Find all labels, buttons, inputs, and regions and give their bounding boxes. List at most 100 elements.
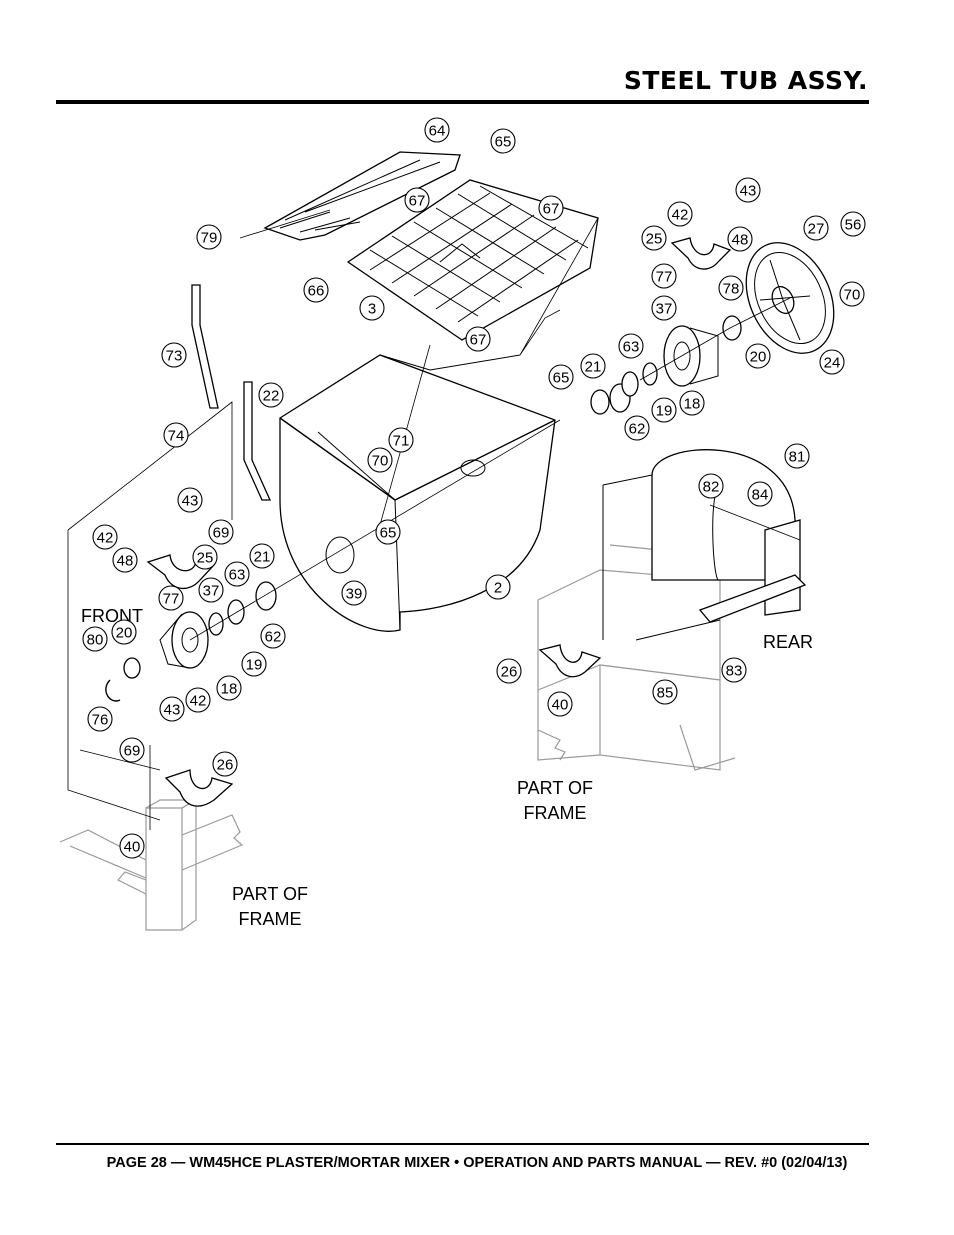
callout-3: 3 [359,295,385,321]
callout-number: 63 [623,339,640,356]
callout-number: 56 [845,217,862,234]
frame-label-right-2: FRAME [524,803,587,823]
callout-number: 76 [92,712,109,729]
callout-number: 48 [117,553,134,570]
callout-number: 24 [824,355,841,372]
callout-number: 62 [629,421,646,438]
callout-number: 27 [808,221,825,238]
callout-25: 25 [641,225,667,251]
header-rule [56,100,869,104]
callout-37: 37 [651,295,677,321]
callout-71: 71 [388,427,414,453]
callout-80: 80 [82,626,108,652]
callout-63: 63 [224,561,250,587]
callout-number: 18 [221,681,238,698]
callout-42: 42 [185,687,211,713]
rear-label: REAR [763,632,813,652]
page-footer: PAGE 28 — WM45HCE PLASTER/MORTAR MIXER •… [106,1155,848,1171]
callout-number: 40 [552,697,569,714]
callout-69: 69 [119,737,145,763]
callout-number: 63 [229,567,246,584]
callout-66: 66 [303,277,329,303]
callout-43: 43 [159,696,185,722]
callout-number: 21 [254,549,271,566]
callout-65: 65 [548,364,574,390]
callout-27: 27 [803,215,829,241]
callout-26: 26 [496,658,522,684]
callout-74: 74 [163,422,189,448]
callout-19: 19 [241,651,267,677]
callout-62: 62 [260,623,286,649]
callout-2: 2 [485,574,511,600]
callout-85: 85 [652,679,678,705]
callout-25: 25 [192,544,218,570]
callout-number: 21 [585,359,602,376]
callout-81: 81 [784,443,810,469]
callout-number: 48 [732,232,749,249]
callout-number: 19 [656,403,673,420]
rear-bearing [663,315,742,387]
callout-number: 43 [182,493,199,510]
callout-number: 65 [380,525,397,542]
callout-number: 40 [124,839,141,856]
callout-number: 42 [190,693,207,710]
callout-number: 78 [723,281,740,298]
steel-tub [279,354,556,632]
callout-20: 20 [111,619,137,645]
callout-84: 84 [747,481,773,507]
callout-number: 79 [201,230,218,247]
callout-77: 77 [158,585,184,611]
callout-number: 73 [166,348,183,365]
callout-62: 62 [624,415,650,441]
callout-40: 40 [119,833,145,859]
callout-number: 71 [393,433,410,450]
callout-79: 79 [196,224,222,250]
callout-42: 42 [92,524,118,550]
callout-number: 81 [789,449,806,466]
callout-number: 80 [87,632,104,649]
callout-70: 70 [367,447,393,473]
callout-67: 67 [538,195,564,221]
callout-number: 85 [657,685,674,702]
callout-number: 77 [656,269,673,286]
callout-number: 25 [646,231,663,248]
callout-18: 18 [216,675,242,701]
grate [346,179,599,341]
safety-cover [263,151,461,241]
callout-number: 26 [217,757,234,774]
callout-number: 20 [116,625,133,642]
callout-24: 24 [819,349,845,375]
callout-67: 67 [404,187,430,213]
callout-40: 40 [547,691,573,717]
frame-label-left-2: FRAME [239,909,302,929]
callout-70: 70 [839,281,865,307]
callout-42: 42 [667,201,693,227]
callout-19: 19 [651,397,677,423]
callout-83: 83 [721,657,747,683]
callout-number: 83 [726,663,743,680]
callout-21: 21 [249,543,275,569]
callout-number: 84 [752,487,769,504]
callout-82: 82 [698,473,724,499]
frame-label-right-1: PART OF [517,778,593,798]
callout-43: 43 [177,487,203,513]
callout-21: 21 [580,353,606,379]
callout-73: 73 [161,342,187,368]
callout-number: 69 [213,525,230,542]
callout-number: 3 [368,301,376,318]
callout-number: 26 [501,664,518,681]
front-label: FRONT [81,606,143,626]
callout-67: 67 [465,326,491,352]
callout-number: 70 [844,287,861,304]
callout-20: 20 [745,343,771,369]
callout-77: 77 [651,263,677,289]
callout-number: 18 [684,396,701,413]
callout-65: 65 [375,519,401,545]
callout-number: 65 [495,134,512,151]
callout-number: 67 [409,193,426,210]
callout-18: 18 [679,390,705,416]
callout-number: 64 [429,123,446,140]
callout-43: 43 [735,177,761,203]
support-bars [191,284,272,501]
